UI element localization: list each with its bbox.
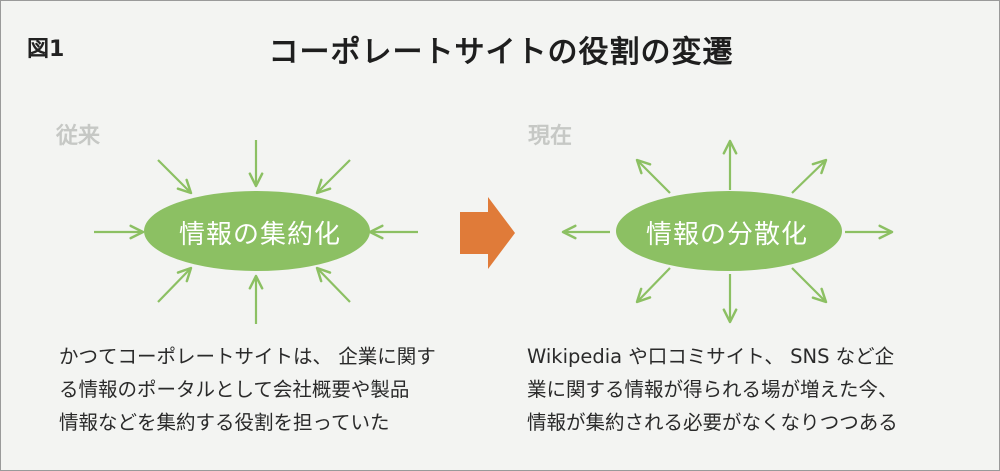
description-line: Wikipedia や口コミサイト、 SNS など企 xyxy=(527,345,895,368)
description-line: 情報などを集約する役割を担っていた xyxy=(59,411,390,434)
description-line: る情報のポータルとして会社概要や製品 xyxy=(59,378,410,401)
figure-title: コーポレートサイトの役割の変遷 xyxy=(268,35,734,70)
arrow-in-bottom-left xyxy=(157,266,193,303)
outward-arrows xyxy=(561,139,894,324)
label-now: 現在 xyxy=(528,124,573,149)
arrow-out-top-right xyxy=(791,158,828,194)
figure-label: 図1 xyxy=(27,37,65,62)
description-line: 情報が集約される必要がなくなりつつある xyxy=(527,411,898,434)
arrow-in-top-left xyxy=(157,159,193,195)
label-before: 従来 xyxy=(56,124,101,149)
arrow-in-bottom-right xyxy=(315,266,351,303)
description-now: Wikipedia や口コミサイト、 SNS など企 業に関する情報が得られる場… xyxy=(527,340,967,439)
arrow-out-bottom-left xyxy=(635,267,671,304)
ellipse-concentration xyxy=(144,191,370,271)
arrow-out-top-left xyxy=(635,158,671,194)
ellipse-text-concentration: 情報の集約化 xyxy=(178,220,341,250)
ellipse-dispersion xyxy=(616,191,842,271)
ellipse-text-dispersion: 情報の分散化 xyxy=(645,220,808,250)
arrow-out-bottom-right xyxy=(791,267,828,304)
arrow-in-top-right xyxy=(315,159,351,195)
inward-arrows xyxy=(94,140,418,324)
description-before: かつてコーポレートサイトは、 企業に関す る情報のポータルとして会社概要や製品 … xyxy=(59,340,479,439)
description-line: 業に関する情報が得られる場が増えた今、 xyxy=(527,378,898,401)
description-line: かつてコーポレートサイトは、 企業に関す xyxy=(59,345,436,368)
transition-arrow xyxy=(460,197,515,269)
